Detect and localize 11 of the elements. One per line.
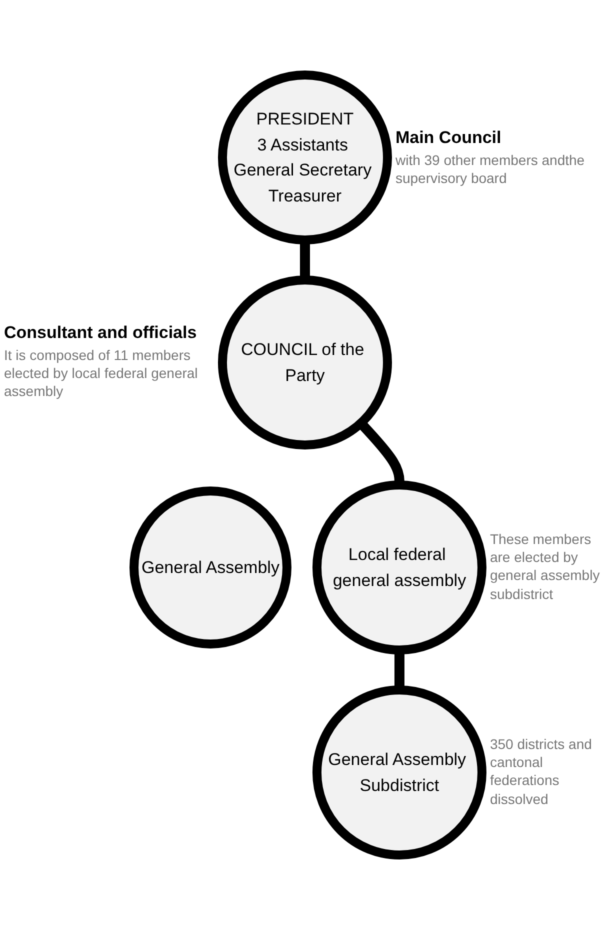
node-circle: General Assembly Subdistrict: [312, 686, 486, 860]
note-text: It is composed of 11 members elected by local federal general assembly: [4, 346, 199, 401]
heading-text: Consultant and officials: [4, 322, 198, 344]
heading-text: Main Council: [395, 126, 502, 148]
note-text: 350 districts and cantonal federations dissolved: [490, 735, 593, 808]
node-circle: COUNCIL of the Party: [218, 276, 392, 450]
note-text: with 39 other members andthe supervisory board: [395, 150, 586, 187]
node-circle: Local federal general assembly: [312, 480, 486, 654]
note-text: These members are elected by general assembly subdistrict: [490, 530, 601, 603]
node-circle: General Assembly: [130, 486, 292, 648]
node-circle: PRESIDENT 3 Assistants General Secretary Treasurer: [218, 70, 392, 244]
